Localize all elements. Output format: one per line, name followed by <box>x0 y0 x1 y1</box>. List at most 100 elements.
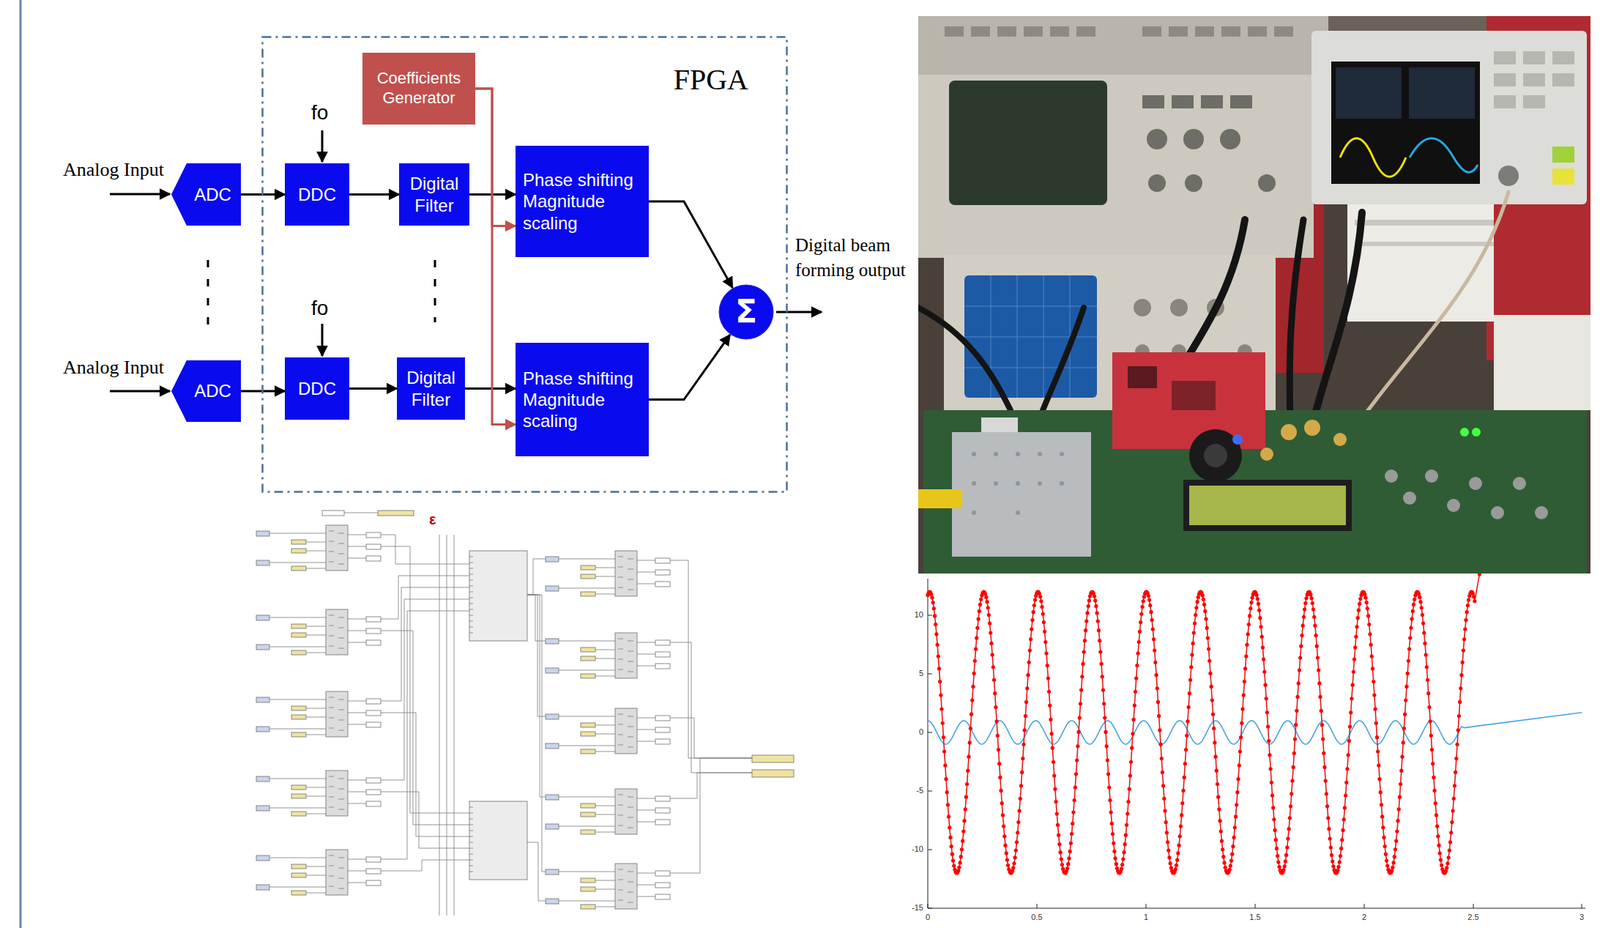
waveform-plot <box>1050 731 1054 736</box>
simulink-schematic <box>256 776 270 782</box>
simulink-schematic <box>637 583 656 585</box>
waveform-plot <box>1213 754 1218 759</box>
waveform-plot <box>1269 780 1274 785</box>
simulink-schematic <box>627 746 634 748</box>
waveform-plot <box>1156 713 1161 718</box>
simulink-schematic <box>291 872 307 878</box>
waveform-plot <box>961 829 966 834</box>
waveform-plot <box>1152 648 1157 652</box>
simulink-schematic <box>627 891 634 893</box>
waveform-plot <box>1410 616 1415 621</box>
box-label: ADC <box>194 380 232 402</box>
lab-photo <box>1015 481 1021 486</box>
waveform-plot <box>1179 812 1184 817</box>
waveform-plot <box>1379 802 1384 807</box>
waveform-plot <box>1157 727 1162 732</box>
simulink-schematic <box>380 575 470 619</box>
waveform-plot <box>937 666 941 671</box>
lab-photo <box>1280 423 1297 441</box>
process-box: Phase shifting Magnitude scaling <box>515 145 649 258</box>
simulink-schematic <box>618 794 624 796</box>
simulink-schematic <box>469 550 528 641</box>
lab-photo <box>1552 51 1575 65</box>
simulink-schematic <box>558 588 616 589</box>
simulink-schematic <box>527 594 546 797</box>
waveform-plot <box>1266 724 1270 729</box>
simulink-schematic <box>627 640 634 642</box>
simulink-schematic <box>469 830 474 832</box>
waveform-plot <box>1182 775 1187 780</box>
waveform-plot <box>1237 763 1242 767</box>
waveform-plot <box>1006 863 1010 868</box>
waveform-plot <box>1109 809 1114 814</box>
simulink-schematic <box>580 656 596 661</box>
input-label: Analog Input <box>62 355 165 379</box>
simulink-schematic <box>347 557 367 559</box>
waveform-plot <box>1078 701 1083 706</box>
waveform-plot <box>1293 736 1297 741</box>
simulink-schematic <box>256 726 270 732</box>
waveform-plot <box>1017 808 1021 813</box>
waveform-plot <box>1086 604 1091 608</box>
waveform-plot <box>927 615 933 616</box>
waveform-plot <box>1343 793 1348 797</box>
simulink-schematic <box>347 642 367 643</box>
simulink-schematic <box>580 591 596 597</box>
simulink-schematic <box>338 788 345 790</box>
simulink-schematic <box>366 698 381 704</box>
waveform-plot <box>1581 903 1583 909</box>
waveform-plot <box>1384 858 1389 862</box>
waveform-plot <box>972 671 977 676</box>
waveform-plot <box>1013 855 1018 859</box>
simulink-schematic <box>269 886 326 888</box>
simulink-schematic <box>380 598 470 780</box>
waveform-plot <box>1466 597 1471 602</box>
simulink-schematic <box>469 847 474 849</box>
waveform-plot <box>1454 756 1458 761</box>
simulink-schematic <box>558 900 616 902</box>
waveform-plot <box>1321 736 1325 741</box>
simulink-schematic <box>670 717 753 758</box>
simulink-schematic <box>380 587 470 701</box>
simulink-schematic <box>366 856 381 862</box>
output-label: Digital beam forming output <box>795 232 919 283</box>
waveform-plot <box>1291 765 1296 769</box>
axis-tick: 0 <box>925 912 930 922</box>
waveform-plot <box>983 591 988 596</box>
signal-arrow <box>464 387 516 390</box>
waveform-plot <box>942 749 947 753</box>
waveform-plot <box>1098 649 1103 654</box>
simulink-schematic <box>615 788 638 835</box>
waveform-plot <box>1145 903 1147 909</box>
process-box: Digital Filter <box>399 163 470 226</box>
simulink-schematic <box>469 609 474 610</box>
simulink-schematic <box>446 534 448 916</box>
simulink-schematic <box>328 615 334 616</box>
lab-photo <box>993 481 999 486</box>
waveform-plot <box>1370 666 1375 671</box>
waveform-plot <box>1399 768 1404 773</box>
waveform-plot <box>1236 776 1240 781</box>
simulink-schematic <box>637 571 656 573</box>
waveform-plot <box>1019 783 1023 788</box>
simulink-schematic <box>595 675 616 677</box>
waveform-plot <box>974 635 979 640</box>
waveform-plot <box>1260 634 1264 639</box>
waveform-plot <box>991 664 996 669</box>
simulink-schematic <box>338 798 345 800</box>
waveform-plot <box>1066 856 1071 860</box>
waveform-plot <box>1408 626 1413 630</box>
waveform-plot <box>1463 618 1468 622</box>
waveform-plot <box>960 839 965 843</box>
simulink-schematic <box>627 579 634 580</box>
signal-label: fo <box>311 295 329 321</box>
simulink-schematic <box>291 890 307 895</box>
axis-tick: 2 <box>1362 912 1367 922</box>
coefficient-generator-box: Coefficients Generator <box>362 52 476 125</box>
simulink-schematic <box>291 714 307 720</box>
simulink-schematic <box>637 798 656 799</box>
waveform-plot <box>1166 848 1171 853</box>
simulink-schematic <box>618 669 624 671</box>
waveform-plot <box>990 652 995 657</box>
waveform-plot <box>1422 630 1426 635</box>
